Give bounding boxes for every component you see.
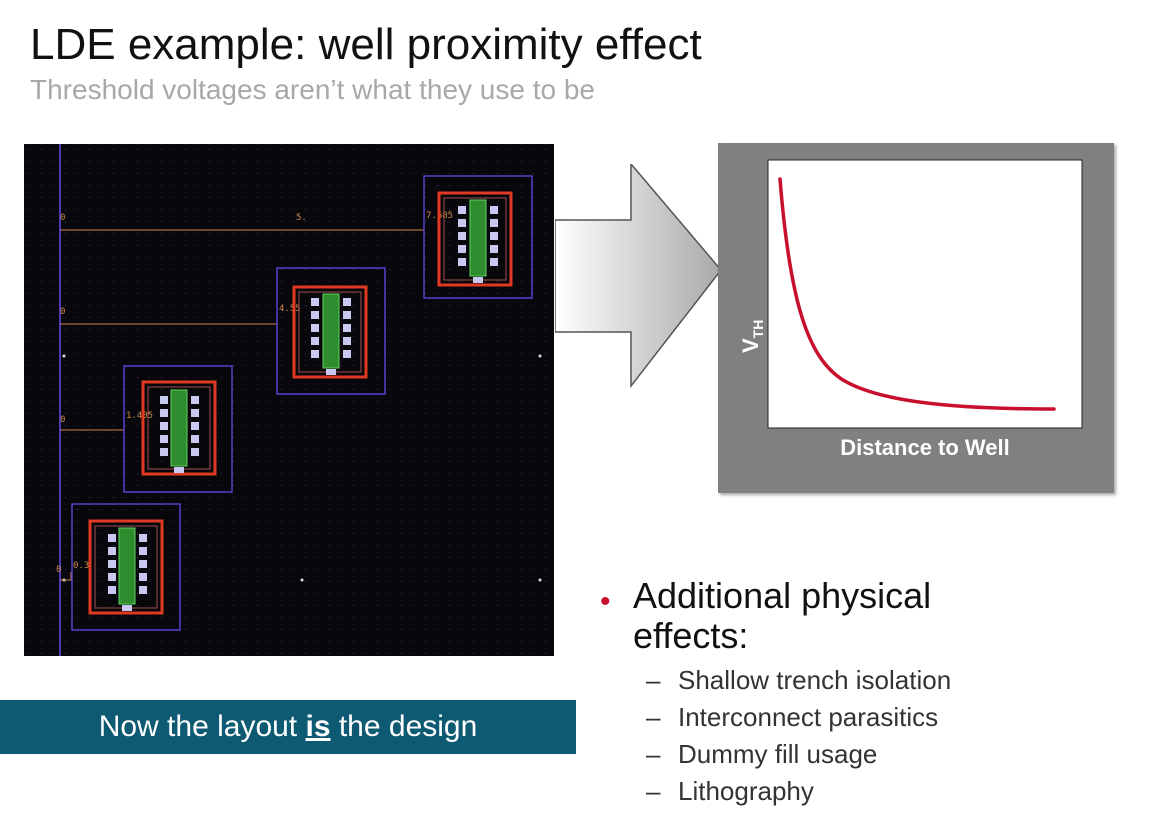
- list-item: –Lithography: [646, 773, 1120, 810]
- list-item: –Interconnect parasitics: [646, 699, 1120, 736]
- banner-emphasis: is: [305, 710, 331, 743]
- ruler-end-label: 1.405: [126, 411, 153, 421]
- ruler-start-label: 0: [60, 415, 65, 425]
- ruler-start-label: 0: [60, 213, 65, 223]
- effects-heading-line1: Additional physical: [633, 575, 932, 616]
- list-item-label: Shallow trench isolation: [678, 665, 952, 695]
- ruler-end-label: 0.3: [73, 561, 89, 571]
- list-item-label: Dummy fill usage: [678, 739, 878, 769]
- right-arrow-icon: [555, 164, 722, 388]
- banner-suffix: the design: [330, 710, 478, 743]
- dash-icon: –: [646, 665, 661, 695]
- effects-list: • Additional physical effects: –Shallow …: [600, 576, 1120, 810]
- ruler-mid-label: 5.: [296, 213, 307, 223]
- vth-curve: [778, 177, 1056, 411]
- bullet-icon: •: [600, 585, 611, 618]
- dash-icon: –: [646, 702, 661, 732]
- list-item-label: Lithography: [678, 776, 814, 806]
- dash-icon: –: [646, 739, 661, 769]
- slide-title: LDE example: well proximity effect: [30, 20, 702, 69]
- banner-prefix: Now the layout: [98, 710, 306, 743]
- transistor-cell: [123, 365, 233, 493]
- y-axis-label: VTH: [738, 320, 766, 353]
- ruler-03: 0 0.3: [56, 561, 89, 581]
- slide-subtitle: Threshold voltages aren’t what they use …: [30, 74, 596, 105]
- list-item: –Shallow trench isolation: [646, 662, 1120, 699]
- effects-heading-line2: effects:: [633, 615, 749, 656]
- vth-graph: VTH Distance to Well: [718, 143, 1114, 493]
- transistor-cell: [71, 503, 181, 631]
- dash-icon: –: [646, 776, 661, 806]
- list-item: –Dummy fill usage: [646, 736, 1120, 773]
- layout-view: 0 5. 7.685 0 4.55 0 1.405 0 0.3: [24, 144, 554, 656]
- takeaway-banner: Now the layout is the design: [0, 700, 576, 754]
- ruler-end-label: 4.55: [279, 304, 301, 314]
- ruler-start-label: 0: [56, 565, 61, 575]
- list-item-label: Interconnect parasitics: [678, 702, 939, 732]
- x-axis-label: Distance to Well: [840, 435, 1010, 460]
- effects-heading: • Additional physical effects:: [600, 576, 1120, 656]
- transistor-cell: [423, 175, 533, 299]
- ruler-start-label: 0: [60, 307, 65, 317]
- transistor-cell: [276, 267, 386, 395]
